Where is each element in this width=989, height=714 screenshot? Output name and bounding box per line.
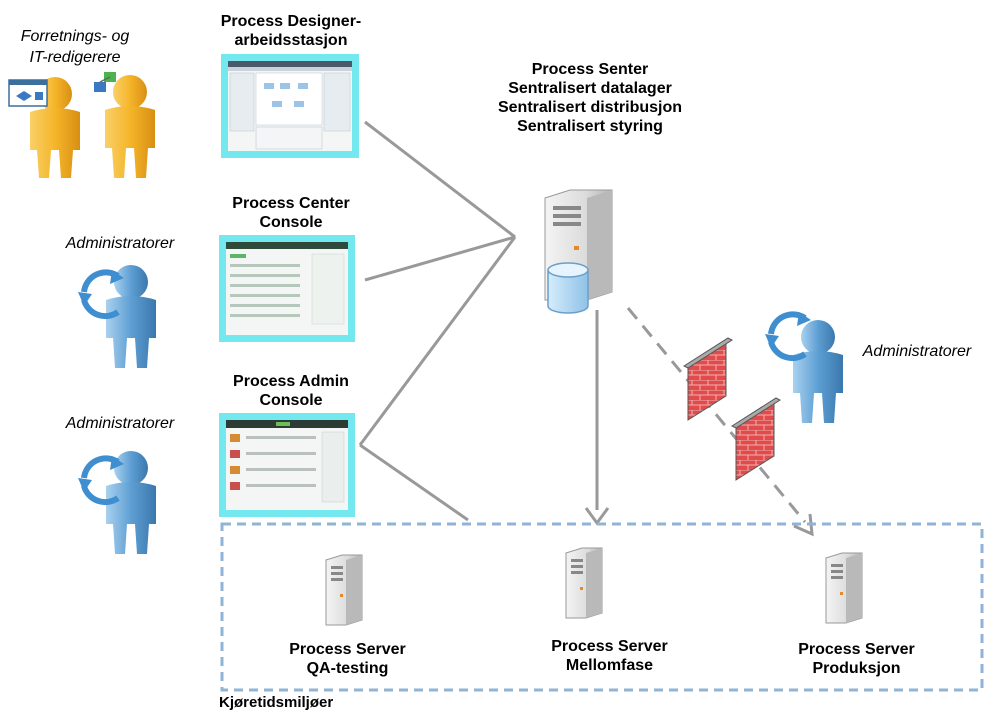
server-production-label: Process Server Produksjon bbox=[774, 640, 939, 678]
admin-person-left-1 bbox=[78, 265, 156, 368]
server-production-icon bbox=[825, 552, 863, 624]
admin-console-screenshot bbox=[219, 413, 355, 517]
admins-left-1-label: Administratorer bbox=[65, 235, 175, 252]
connector-admin-center bbox=[358, 236, 517, 522]
server-production-label-line-1: Process Server bbox=[798, 641, 915, 658]
process-center-title: Process Senter bbox=[531, 61, 649, 78]
server-staging-label-line-2: Mellomfase bbox=[565, 657, 654, 674]
process-center-line-4: Sentralisert styring bbox=[517, 118, 663, 135]
arrow-center-staging bbox=[584, 310, 610, 526]
runtime-environment-box bbox=[220, 522, 984, 692]
connector-console-center bbox=[364, 235, 516, 282]
editors-label-line-1: Forretnings- og bbox=[20, 28, 130, 45]
editors-label-line-2: IT-redigerere bbox=[29, 49, 121, 66]
firewall-1 bbox=[682, 337, 734, 421]
editor-flow-icon bbox=[94, 72, 116, 92]
designer-label: Process Designer- arbeidsstasjon bbox=[196, 12, 386, 50]
process-center-line-3: Sentralisert distribusjon bbox=[497, 99, 683, 116]
admins-left-2-label: Administratorer bbox=[65, 415, 175, 432]
designer-screenshot bbox=[221, 54, 359, 158]
server-staging-icon bbox=[565, 547, 603, 619]
center-console-screenshot bbox=[219, 235, 355, 342]
center-console-label: Process Center Console bbox=[196, 194, 386, 232]
editor-person-2 bbox=[105, 75, 155, 178]
server-qa-label-line-2: QA-testing bbox=[306, 660, 389, 677]
center-console-label-line-2: Console bbox=[259, 214, 323, 231]
server-qa-icon bbox=[325, 554, 363, 626]
admin-console-label-line-1: Process Admin bbox=[233, 373, 349, 390]
runtime-environments-label: Kjøretidsmiljøer bbox=[219, 694, 334, 711]
admin-person-right bbox=[765, 311, 843, 423]
editors-label: Forretnings- og IT-redigerere bbox=[0, 26, 150, 68]
server-staging-label: Process Server Mellomfase bbox=[527, 637, 692, 675]
center-console-label-line-1: Process Center bbox=[232, 195, 350, 212]
database-icon bbox=[547, 262, 589, 314]
designer-label-line-2: arbeidsstasjon bbox=[234, 32, 348, 49]
designer-label-line-1: Process Designer- bbox=[220, 13, 362, 30]
firewall-2 bbox=[730, 397, 782, 481]
process-center-label: Process Senter Sentralisert datalager Se… bbox=[460, 60, 720, 136]
server-production-label-line-2: Produksjon bbox=[812, 660, 901, 677]
process-center-line-2: Sentralisert datalager bbox=[508, 80, 672, 97]
server-qa-label: Process Server QA-testing bbox=[265, 640, 430, 678]
admins-right-label: Administratorer bbox=[862, 343, 972, 360]
admin-person-left-2 bbox=[78, 451, 156, 554]
editor-process-icon bbox=[8, 79, 48, 107]
admin-console-label-line-2: Console bbox=[259, 392, 323, 409]
server-staging-label-line-1: Process Server bbox=[551, 638, 668, 655]
connector-designer-center bbox=[364, 120, 516, 239]
server-qa-label-line-1: Process Server bbox=[289, 641, 406, 658]
arrow-center-production bbox=[626, 307, 814, 537]
admin-console-label: Process Admin Console bbox=[196, 372, 386, 410]
